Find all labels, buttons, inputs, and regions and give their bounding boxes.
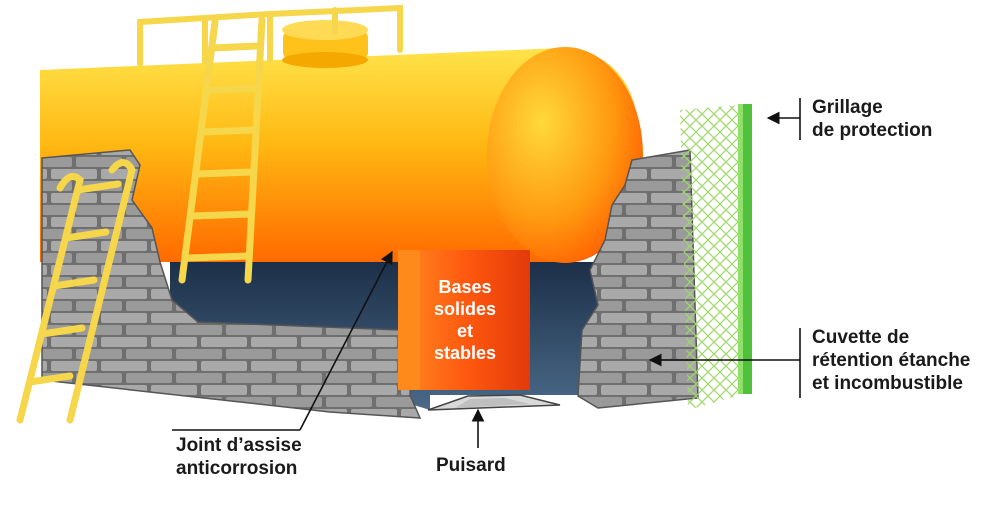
bases-line-1: Bases (438, 277, 492, 297)
top-railing (137, 4, 403, 67)
joint-line-1: Joint d’assise (176, 435, 302, 456)
brick-wall-left (41, 149, 422, 419)
cuvette-line-3: et incombustible (812, 373, 963, 394)
bases-label: Bases solides et stables (400, 276, 530, 364)
bases-line-2: solides (433, 299, 497, 319)
leader-lines (172, 98, 801, 448)
grillage-line-1: Grillage (812, 97, 883, 118)
leader-joint (299, 250, 393, 431)
puisard-label: Puisard (436, 454, 506, 477)
bases-line-3: et (456, 321, 473, 341)
outer-ladder (16, 159, 136, 424)
bases-line-4: stables (433, 343, 497, 363)
cuvette-line-1: Cuvette de (812, 327, 910, 348)
puisard-line-1: Puisard (436, 455, 506, 476)
joint-label: Joint d’assise anticorrosion (176, 434, 302, 480)
cuvette-line-2: rétention étanche (812, 350, 971, 371)
tank-ladder (178, 16, 266, 284)
protection-mesh (680, 105, 740, 410)
joint-line-2: anticorrosion (176, 458, 298, 479)
cuvette-label: Cuvette de rétention étanche et incombus… (812, 326, 970, 395)
grillage-label: Grillage de protection (812, 96, 932, 142)
grillage-line-2: de protection (812, 120, 933, 141)
tank-end-cap (487, 47, 643, 263)
